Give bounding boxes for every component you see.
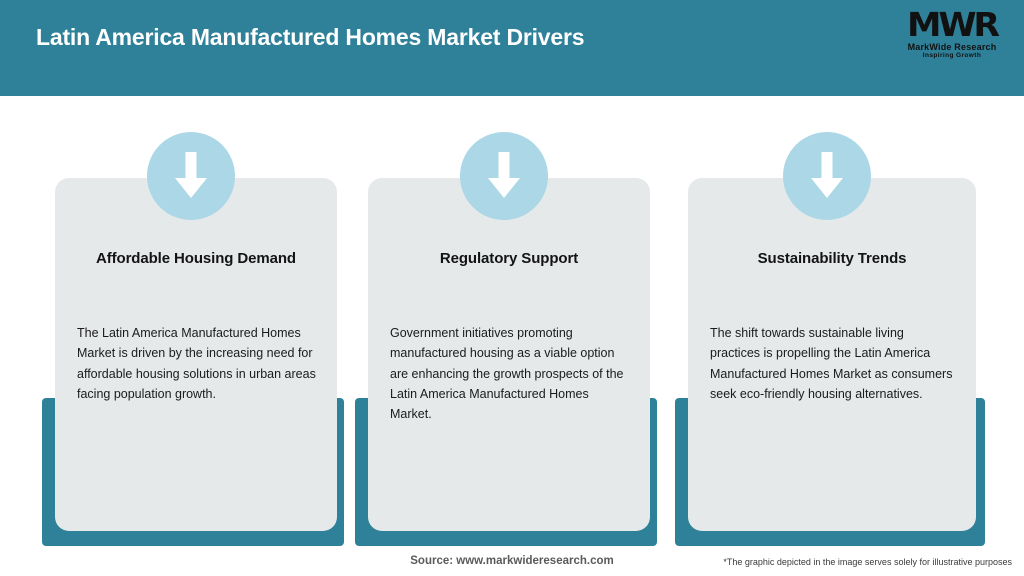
logo-tagline: Inspiring Growth (922, 52, 982, 59)
down-arrow-glyph-2 (488, 152, 520, 198)
card-title-3: Sustainability Trends (757, 250, 907, 267)
card-body-2: Government initiatives promoting manufac… (390, 326, 624, 421)
driver-cards-row: Affordable Housing Demand The Latin Amer… (0, 96, 1024, 546)
down-arrow-icon-3 (783, 132, 871, 220)
down-arrow-glyph-3 (811, 152, 843, 198)
header-bar: Latin America Manufactured Homes Market … (0, 0, 1024, 96)
card-panel-3: Sustainability Trends The shift towards … (688, 178, 976, 531)
card-title-1: Affordable Housing Demand (95, 250, 296, 267)
source-label: Source: www.markwideresearch.com (410, 555, 614, 567)
logo: MWR MarkWide Research Inspiring Growth (894, 8, 1010, 60)
down-arrow-icon-2 (460, 132, 548, 220)
logo-mark-icon: MWR (907, 5, 1000, 44)
card-body-1: The Latin America Manufactured Homes Mar… (77, 326, 316, 401)
disclaimer-label: *The graphic depicted in the image serve… (723, 557, 1012, 567)
card-panel-2: Regulatory Support Government initiative… (368, 178, 650, 531)
logo-company-name: MarkWide Research (907, 42, 997, 52)
down-arrow-icon-1 (147, 132, 235, 220)
down-arrow-glyph-1 (175, 152, 207, 198)
page-title: Latin America Manufactured Homes Market … (36, 24, 585, 50)
driver-card-1: Affordable Housing Demand The Latin Amer… (42, 96, 352, 546)
card-panel-1: Affordable Housing Demand The Latin Amer… (55, 178, 337, 531)
card-title-2: Regulatory Support (439, 250, 579, 267)
card-body-3: The shift towards sustainable living pra… (710, 326, 953, 401)
driver-card-2: Regulatory Support Government initiative… (355, 96, 665, 546)
driver-card-3: Sustainability Trends The shift towards … (675, 96, 985, 546)
